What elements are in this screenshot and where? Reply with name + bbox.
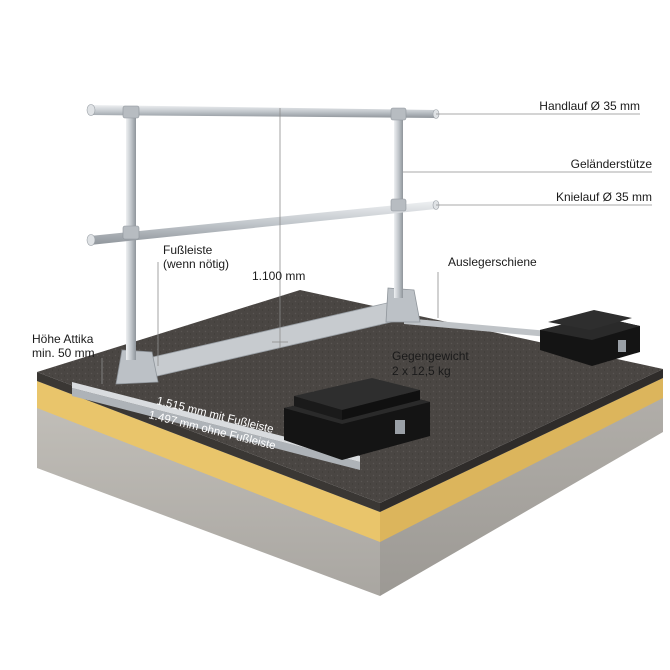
insulation-side bbox=[380, 378, 663, 542]
label-gelaenderstuetze: Geländerstütze bbox=[571, 157, 653, 171]
counterweight-back bbox=[540, 310, 640, 366]
label-gegengewicht-1: Gegengewicht bbox=[392, 349, 469, 363]
knee-rail bbox=[90, 201, 436, 245]
label-attika-2: min. 50 mm bbox=[32, 346, 95, 360]
railing bbox=[86, 104, 440, 360]
coupler bbox=[122, 225, 140, 240]
rail-front bbox=[72, 388, 360, 470]
membrane-edge-side bbox=[380, 369, 663, 512]
label-auslegerschiene: Auslegerschiene bbox=[448, 255, 537, 269]
label-handlauf: Handlauf Ø 35 mm bbox=[539, 99, 640, 113]
handrail bbox=[90, 105, 436, 118]
coupler bbox=[390, 198, 407, 212]
label-hoehe: 1.100 mm bbox=[252, 269, 305, 283]
label-gegengewicht-2: 2 x 12,5 kg bbox=[392, 364, 451, 378]
knee-rail-end-left bbox=[86, 234, 96, 246]
label-knielauf: Knielauf Ø 35 mm bbox=[556, 190, 652, 204]
label-fussleiste-2: (wenn nötig) bbox=[163, 257, 229, 271]
rail-back bbox=[404, 318, 560, 338]
coupler bbox=[390, 107, 407, 121]
label-attika-1: Höhe Attika bbox=[32, 332, 94, 346]
coupler bbox=[122, 105, 140, 119]
insulation-layer bbox=[37, 381, 380, 542]
bracket-left bbox=[115, 349, 159, 385]
label-fussleiste-1: Fußleiste bbox=[163, 243, 213, 257]
counterweight-front bbox=[284, 378, 430, 460]
leader-lines bbox=[101, 108, 652, 384]
handrail-end-left bbox=[86, 104, 96, 116]
rail-front-top bbox=[72, 382, 360, 462]
